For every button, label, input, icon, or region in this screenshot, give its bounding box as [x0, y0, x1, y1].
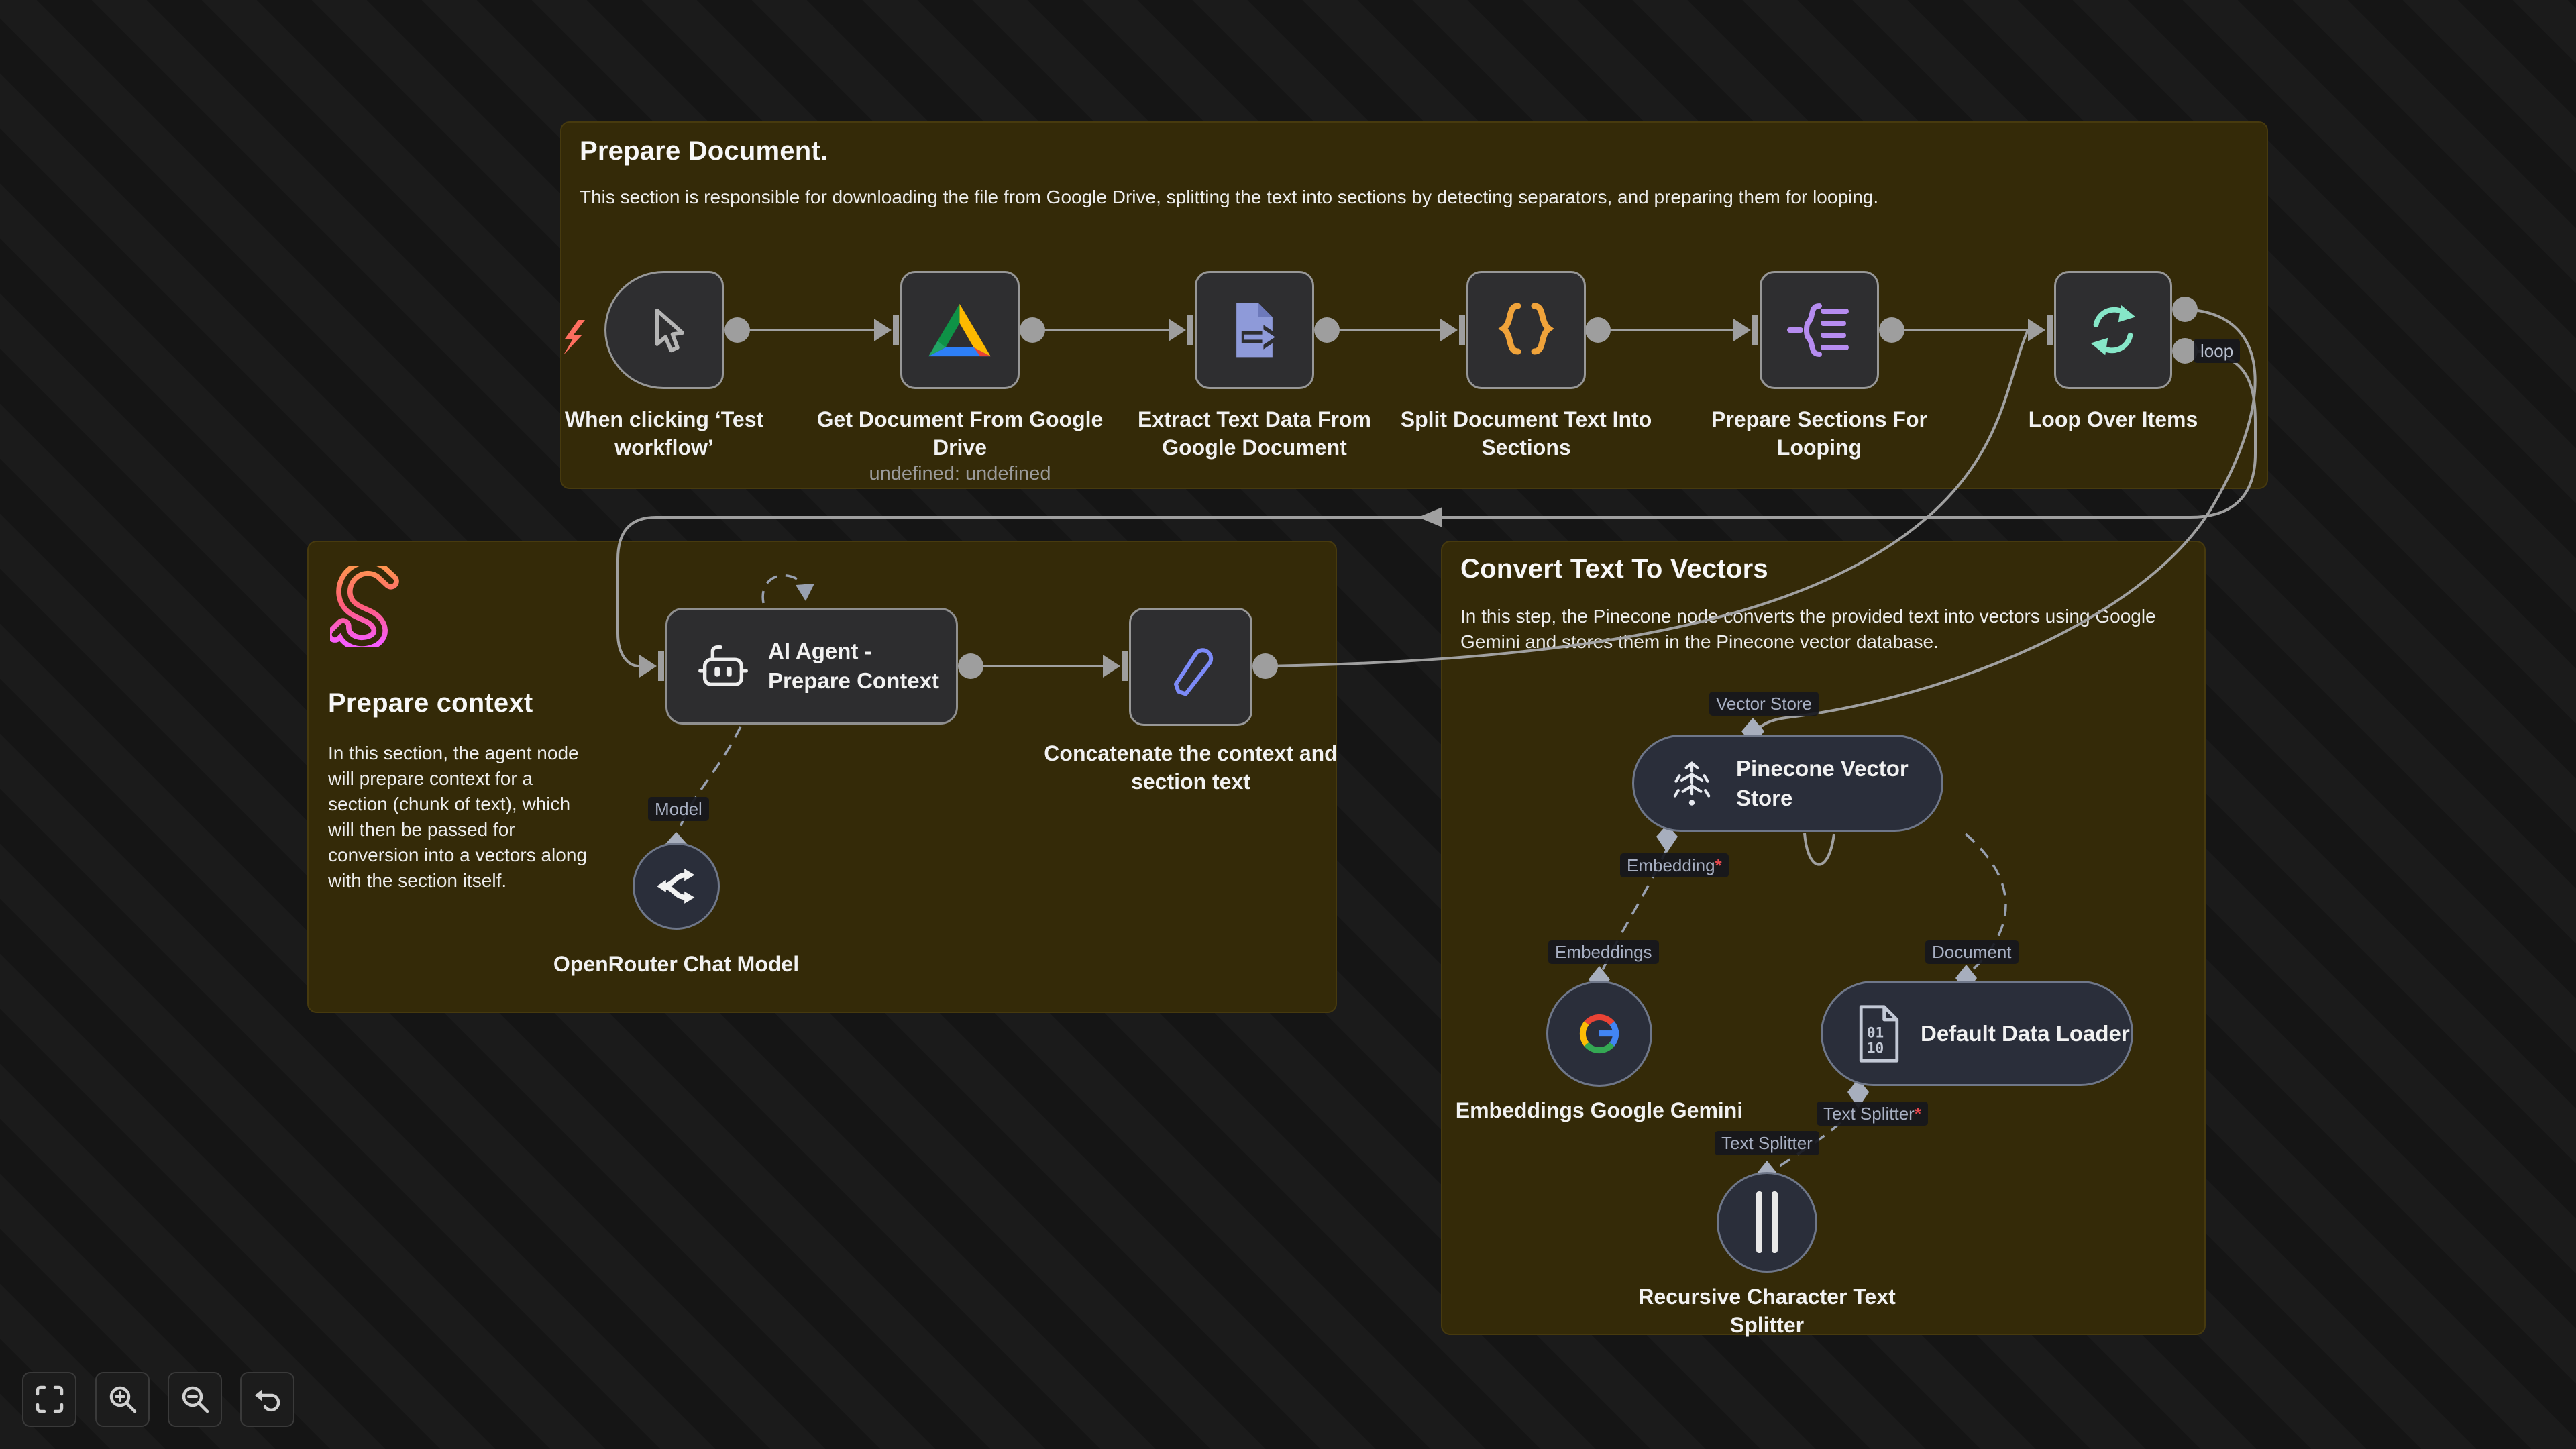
loop-icon	[2090, 305, 2136, 356]
node-ai-agent-prepare-context[interactable]: AI Agent - Prepare Context	[665, 608, 958, 724]
node-prepare-sections-for-looping[interactable]	[1760, 271, 1879, 389]
zoom-out-icon	[182, 1386, 209, 1413]
node-openrouter-chat-model[interactable]	[633, 843, 720, 930]
wire-direction-arrow	[1418, 507, 1442, 527]
sticky-title: Prepare Document.	[580, 136, 828, 166]
node-pinecone-vector-store[interactable]: Pinecone Vector Store	[1632, 735, 1943, 832]
node-embeddings-google-gemini[interactable]	[1546, 981, 1652, 1087]
node-status: undefined: undefined	[869, 463, 1051, 484]
split-out-items-icon	[1787, 303, 1849, 357]
braces-icon	[1498, 303, 1554, 355]
port-label-text: Text Splitter	[1823, 1104, 1915, 1124]
cursor-icon	[655, 308, 685, 353]
node-split-document-text[interactable]	[1466, 271, 1586, 389]
parallel-bars-icon	[1756, 1191, 1778, 1253]
sticky-note-convert-vectors[interactable]: Convert Text To Vectors In this step, th…	[1441, 541, 2206, 1335]
sticky-title: Prepare context	[328, 688, 533, 718]
node-label: OpenRouter Chat Model	[553, 952, 800, 976]
node-label: Extract Text Data From Google Document	[1138, 407, 1371, 460]
binary-document-icon: 01 10	[1859, 1004, 1899, 1063]
port-label-embedding: Embedding*	[1620, 853, 1729, 877]
node-label: When clicking ‘Test workflow’	[564, 407, 764, 460]
node-recursive-character-text-splitter[interactable]	[1717, 1172, 1817, 1273]
s-logo-icon	[330, 566, 399, 647]
fit-view-button[interactable]	[22, 1372, 76, 1427]
sticky-title: Convert Text To Vectors	[1460, 554, 1768, 584]
node-extract-text-data[interactable]	[1195, 271, 1314, 389]
required-marker: *	[1914, 1104, 1921, 1124]
pinecone-icon	[1673, 761, 1711, 806]
svg-text:10: 10	[1867, 1039, 1884, 1056]
node-concatenate-text[interactable]	[1129, 608, 1252, 726]
port-label-model: Model	[648, 797, 709, 821]
sticky-description: This section is responsible for download…	[580, 186, 1879, 207]
node-label: Embeddings Google Gemini	[1455, 1098, 1743, 1122]
node-label: Get Document From Google Drive	[816, 407, 1104, 460]
google-g-icon	[1579, 1014, 1619, 1054]
undo-icon	[254, 1389, 280, 1412]
node-label: Prepare Sections For Looping	[1711, 407, 1927, 460]
zoom-in-icon	[109, 1386, 136, 1413]
port-label-text-splitter: Text Splitter	[1715, 1131, 1819, 1155]
openrouter-icon	[657, 869, 695, 904]
sticky-description: In this step, the Pinecone node converts…	[1460, 606, 2156, 652]
node-loop-over-items[interactable]	[2054, 271, 2172, 389]
node-when-clicking-test-workflow[interactable]	[604, 271, 724, 389]
node-label: Recursive Character Text Splitter	[1638, 1285, 1896, 1337]
port-label-embeddings: Embeddings	[1548, 940, 1659, 964]
fit-view-icon	[36, 1385, 63, 1413]
zoom-in-button[interactable]	[95, 1372, 150, 1427]
port-label-document: Document	[1925, 940, 2019, 964]
zoom-out-button[interactable]	[168, 1372, 222, 1427]
node-inner-label: Default Data Loader	[1921, 1020, 2130, 1046]
node-inner-label: Pinecone Vector Store	[1736, 755, 1909, 810]
svg-text:01: 01	[1867, 1024, 1884, 1040]
required-marker: *	[1715, 855, 1722, 875]
robot-icon	[698, 645, 748, 687]
node-label: Concatenate the context and section text	[1044, 741, 1338, 794]
google-drive-icon	[928, 303, 991, 357]
node-get-document-google-drive[interactable]	[900, 271, 1020, 389]
node-label: Loop Over Items	[2028, 407, 2198, 431]
node-default-data-loader[interactable]: 01 10 Default Data Loader	[1821, 981, 2133, 1086]
node-label: Split Document Text Into Sections	[1400, 407, 1652, 460]
port-label-loop: loop	[2194, 339, 2241, 363]
node-inner-label: AI Agent - Prepare Context	[768, 639, 939, 693]
port-label-text: Embedding	[1627, 855, 1715, 875]
port-label-vector-store: Vector Store	[1709, 692, 1819, 716]
pen-icon	[1173, 648, 1214, 696]
port-label-text-splitter-required: Text Splitter*	[1817, 1102, 1928, 1126]
undo-button[interactable]	[240, 1372, 294, 1427]
sticky-description: In this section, the agent node will pre…	[328, 743, 587, 891]
document-export-icon	[1236, 303, 1282, 358]
